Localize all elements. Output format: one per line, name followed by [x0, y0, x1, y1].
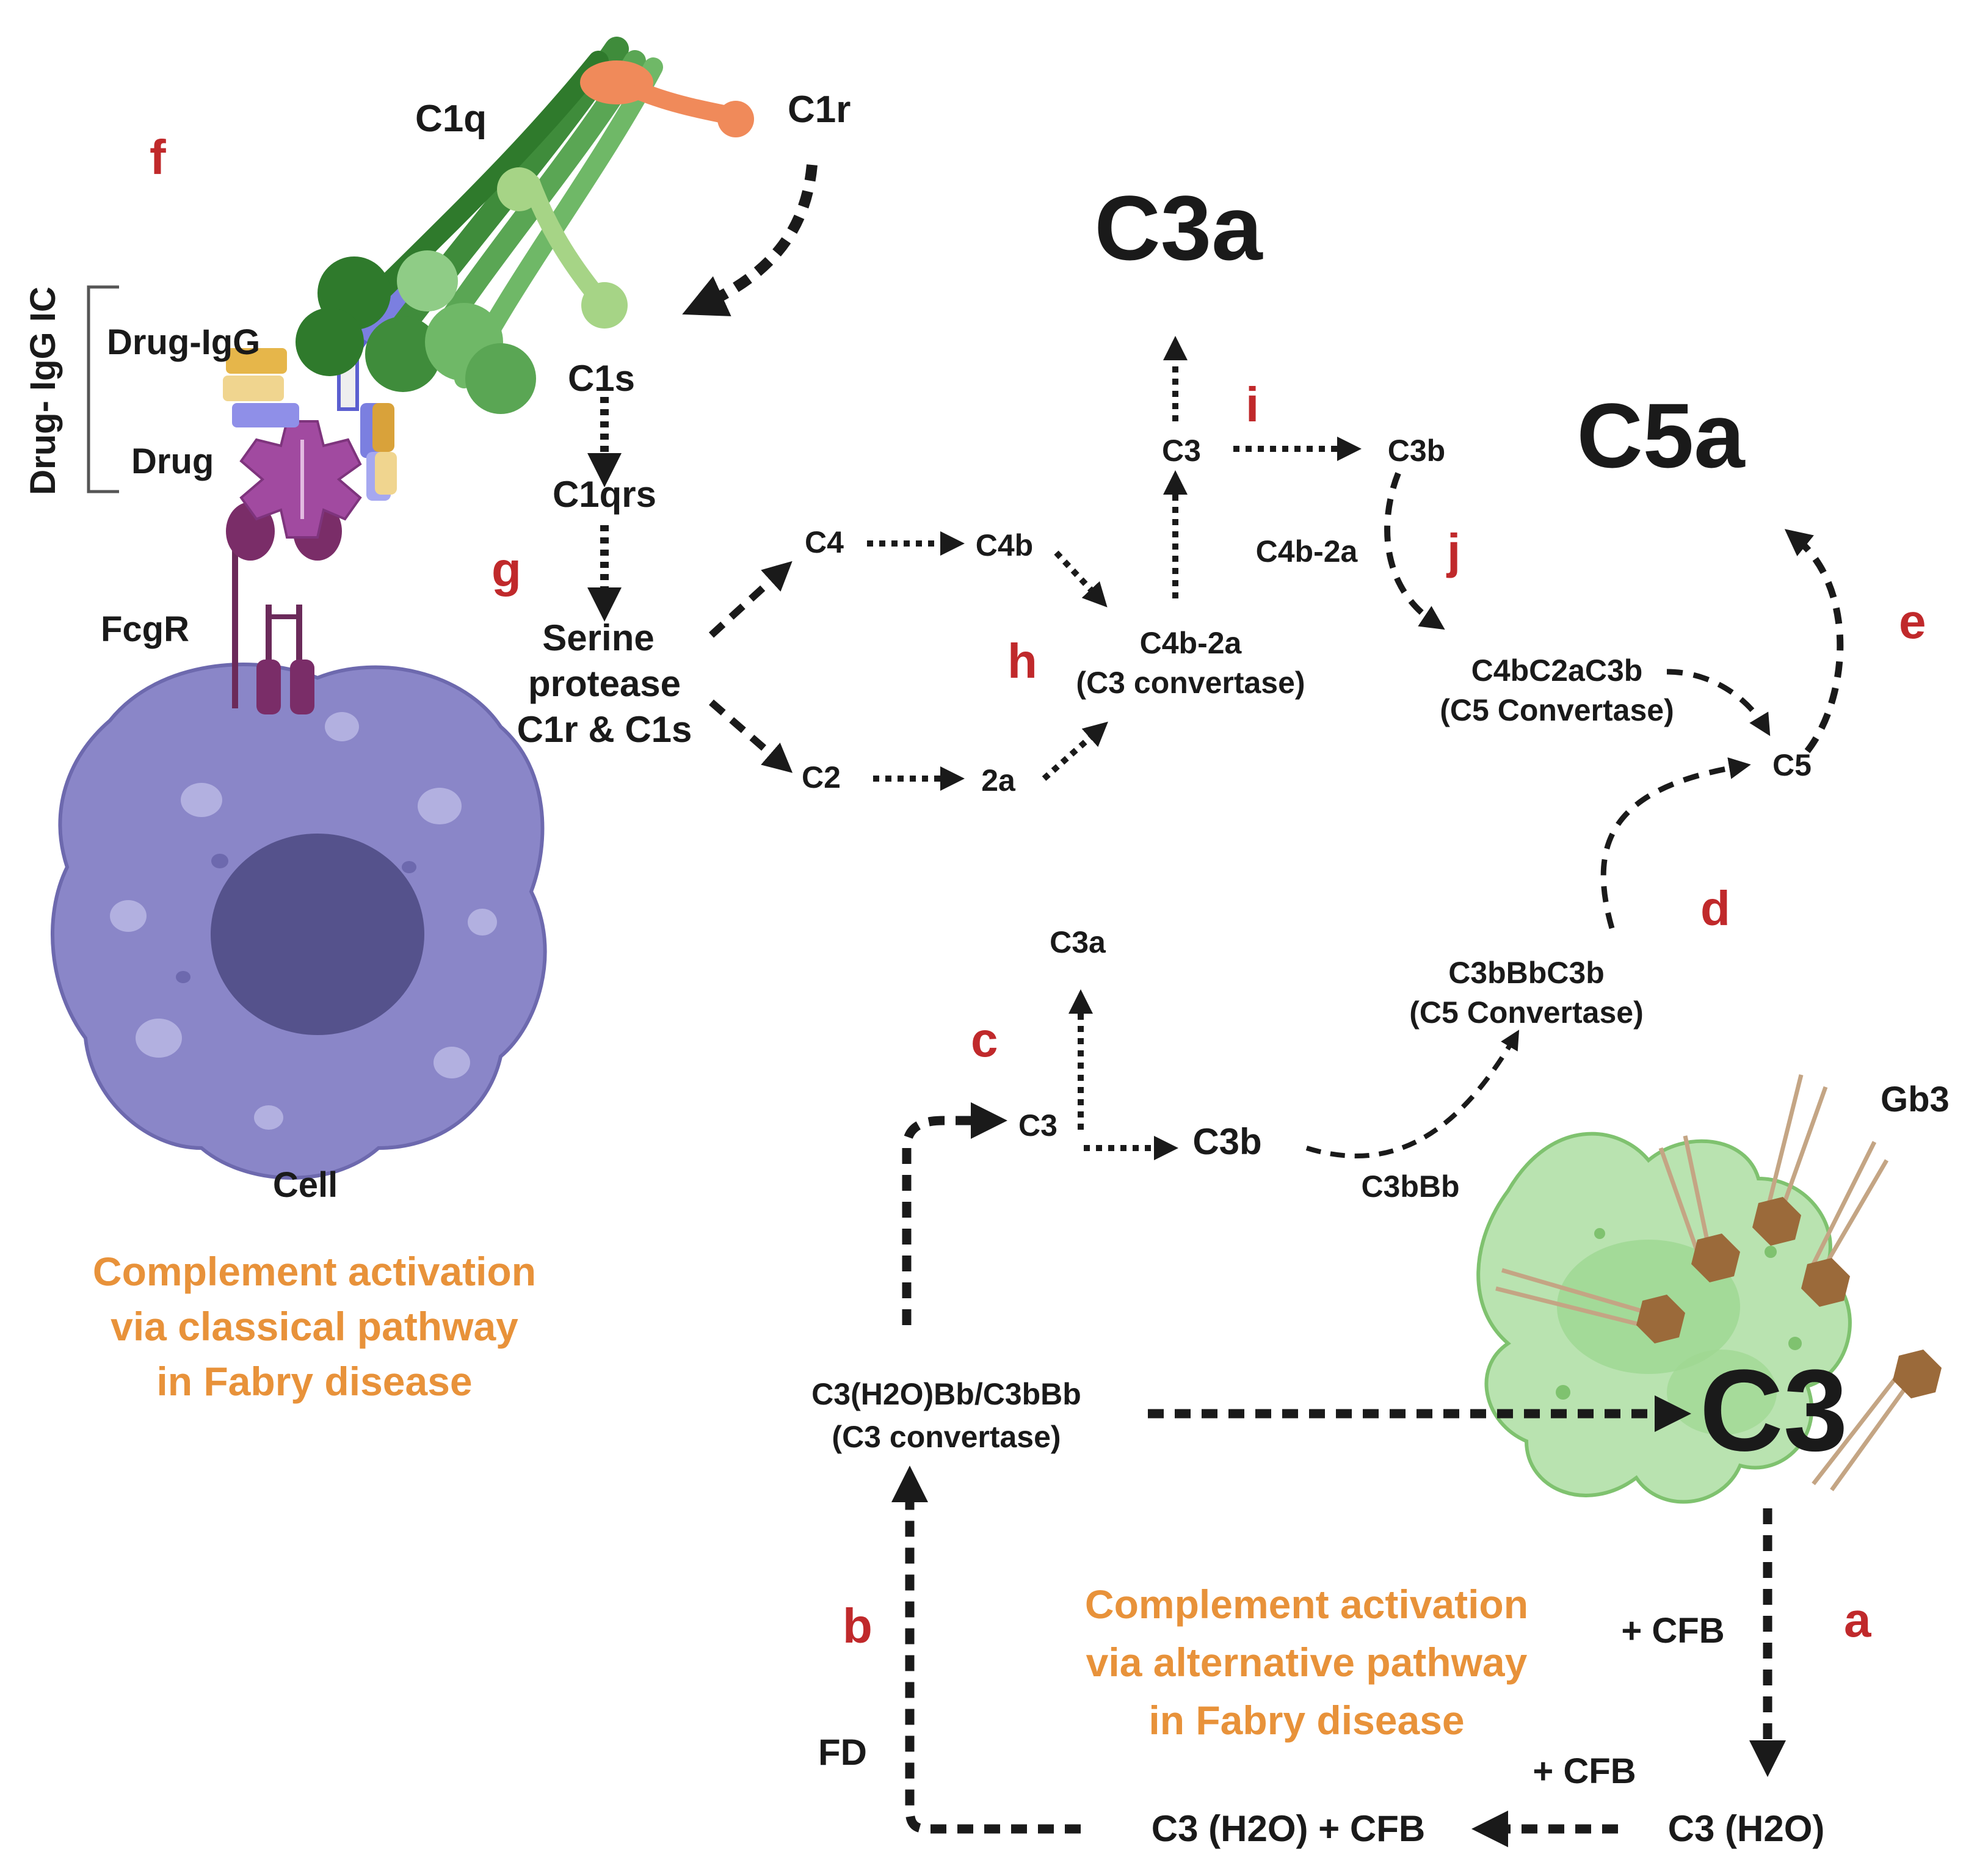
- drug-molecule-icon: [239, 420, 362, 539]
- c3-convertase-classical-label-1: C4b-2a: [1140, 626, 1242, 660]
- c1r-molecule: [580, 60, 754, 137]
- step-letter-e: e: [1899, 594, 1926, 649]
- c1s-label: C1s: [568, 358, 635, 399]
- c5-convertase-alternative-label-2: (C5 Convertase): [1409, 995, 1643, 1030]
- c4b-label: C4b: [976, 528, 1033, 562]
- cell-label: Cell: [273, 1165, 338, 1205]
- cfb-label-upper: + CFB: [1621, 1611, 1724, 1651]
- gb3-label: Gb3: [1881, 1080, 1950, 1119]
- c1q-complex: [296, 37, 663, 414]
- step-letter-c: c: [971, 1012, 998, 1067]
- drug-label: Drug: [131, 442, 214, 481]
- c3-classical-label: C3: [1162, 434, 1201, 468]
- fcgr-label: FcgR: [101, 609, 189, 649]
- step-letter-j: j: [1446, 524, 1460, 578]
- cfb-label-lower: + CFB: [1533, 1751, 1636, 1791]
- serine-protease-label-2: protease: [528, 663, 681, 704]
- c3-h2o-label: C3 (H2O): [1668, 1808, 1825, 1849]
- c5-convertase-classical-label-2: (C5 Convertase): [1440, 693, 1674, 727]
- c5a-large-label: C5a: [1576, 384, 1746, 487]
- classical-caption-line-3: in Fabry disease: [156, 1359, 472, 1404]
- c2-label: C2: [802, 760, 841, 794]
- step-letter-f: f: [150, 130, 166, 184]
- gb3-heads: [1636, 1197, 1942, 1398]
- c3b-classical-label: C3b: [1388, 434, 1445, 468]
- classical-caption-line-1: Complement activation: [93, 1249, 536, 1294]
- c3-alternative-label: C3: [1018, 1108, 1057, 1143]
- c3-convertase-alternative-label-2: (C3 convertase): [832, 1420, 1061, 1454]
- step-letter-d: d: [1700, 881, 1730, 936]
- step-letter-b: b: [843, 1599, 872, 1653]
- serine-protease-label-3: C1r & C1s: [517, 709, 692, 750]
- alternative-caption-line-3: in Fabry disease: [1148, 1698, 1464, 1743]
- step-letter-h: h: [1007, 634, 1037, 688]
- fd-label: FD: [818, 1732, 867, 1773]
- c3bbb-label: C3bBb: [1361, 1169, 1459, 1204]
- c5-convertase-classical-label-1: C4bC2aC3b: [1471, 653, 1643, 688]
- alternative-caption-line-2: via alternative pathway: [1086, 1640, 1528, 1685]
- c3a-large-label: C3a: [1094, 176, 1263, 279]
- drug-igg-ic-label: Drug- IgG IC: [23, 286, 63, 495]
- gb3-lipids: [1495, 1074, 1913, 1492]
- step-letter-i: i: [1246, 377, 1259, 432]
- c3-convertase-alternative-label-1: C3(H2O)Bb/C3bBb: [811, 1377, 1081, 1411]
- drug-igg-ic-bracket: [87, 285, 119, 493]
- step-letter-a: a: [1844, 1593, 1871, 1647]
- c5-convertase-alternative-label-1: C3bBbC3b: [1448, 956, 1605, 990]
- c1r-label: C1r: [788, 89, 851, 131]
- alternative-caption-line-1: Complement activation: [1085, 1582, 1528, 1627]
- c5-label: C5: [1772, 748, 1812, 782]
- c3-fabry-cell-label: C3: [1700, 1346, 1848, 1475]
- step-letter-g: g: [492, 542, 521, 597]
- pathway-arrows: [587, 164, 1844, 1847]
- c4b-2a-intermediate-label: C4b-2a: [1256, 534, 1359, 569]
- classical-caption-line-2: via classical pathway: [111, 1304, 518, 1349]
- drug-igg-label: Drug-IgG: [107, 322, 260, 362]
- c1q-label: C1q: [415, 98, 487, 140]
- c1qrs-label: C1qrs: [553, 474, 656, 515]
- c4-label: C4: [805, 525, 844, 559]
- 2a-label: 2a: [981, 763, 1016, 798]
- c3-h2o-cfb-label: C3 (H2O) + CFB: [1152, 1808, 1425, 1849]
- serine-protease-label-1: Serine: [542, 617, 654, 658]
- c3-convertase-classical-label-2: (C3 convertase): [1076, 666, 1305, 700]
- c3a-small-label: C3a: [1050, 925, 1106, 959]
- immune-cell: [51, 663, 547, 1180]
- c3b-alternative-label: C3b: [1192, 1121, 1261, 1162]
